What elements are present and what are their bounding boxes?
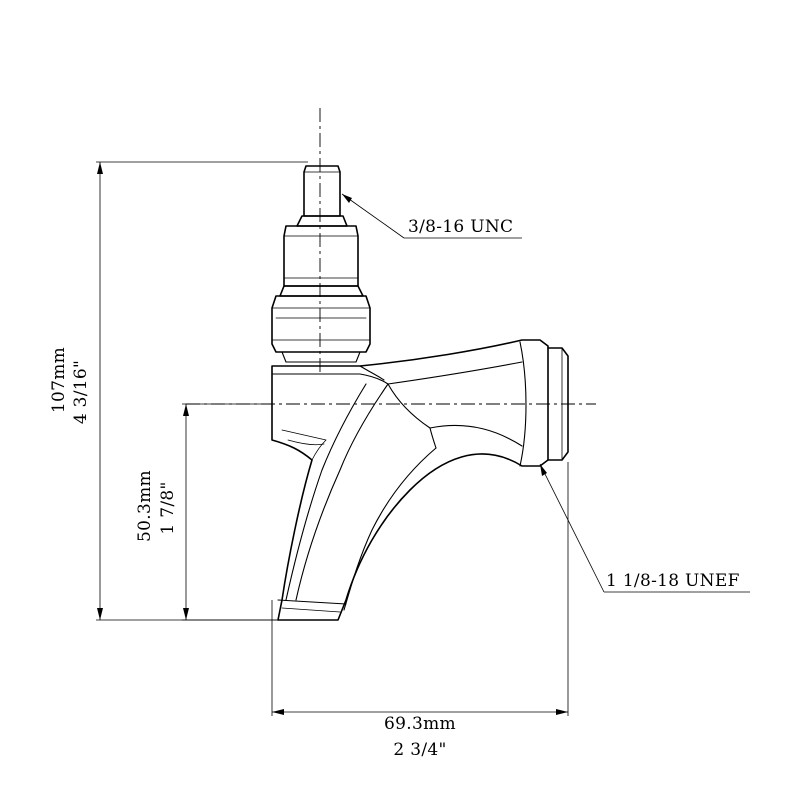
overall-width-metric-label: 69.3mm [384, 714, 456, 734]
spout-height-dimension [182, 403, 278, 621]
spout-height-imperial-label: 1 7/8" [158, 481, 178, 534]
overall-height-imperial-label: 4 3/16" [71, 360, 91, 424]
threaded-shank [271, 165, 371, 363]
shank-thread-leader [341, 193, 522, 239]
coupling-thread-callout: 1 1/8-18 UNEF [606, 571, 740, 591]
overall-width-imperial-label: 2 3/4" [393, 740, 446, 760]
shank-thread-callout: 3/8-16 UNC [408, 217, 513, 237]
overall-width-dimension [271, 462, 569, 716]
spout-height-metric-label: 50.3mm [135, 470, 155, 542]
faucet-body [271, 339, 549, 621]
overall-height-metric-label: 107mm [49, 347, 69, 413]
overall-height-dimension [96, 161, 308, 621]
coupling-thread-leader [539, 463, 750, 593]
coupling-nut [547, 347, 569, 461]
